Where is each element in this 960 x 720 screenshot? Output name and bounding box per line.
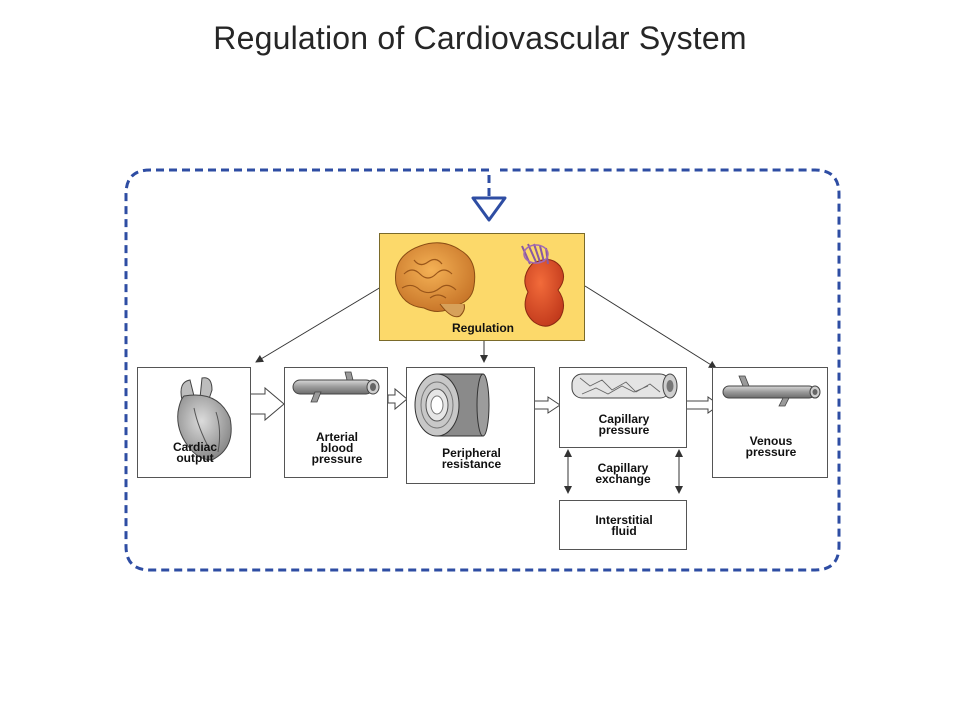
kidney-icon — [521, 243, 564, 327]
interstitial-fluid-label: Interstitial fluid — [595, 513, 653, 538]
vein-icon — [722, 375, 821, 407]
arterial-bp-label: Arterial blood pressure — [311, 430, 363, 466]
peripheral-resistance-box: Peripheral resistance — [406, 367, 535, 484]
brain-icon — [395, 242, 476, 318]
arrow-arterial-to-peripheral — [387, 387, 408, 411]
arrow-regulation-to-venous — [584, 285, 717, 369]
regulation-box: Regulation — [379, 233, 585, 341]
slide-title: Regulation of Cardiovascular System — [213, 20, 747, 56]
arrow-regulation-to-cardiac — [255, 286, 382, 363]
capillary-exchange-label: Capillary exchange — [595, 461, 651, 486]
arterial-bp-box: Arterial blood pressure — [284, 367, 388, 478]
capillary-icon — [571, 373, 678, 399]
feedback-arrowhead — [471, 196, 507, 222]
artery-icon — [292, 371, 380, 403]
cardiac-output-box: Cardiac output — [137, 367, 251, 478]
venous-pressure-label: Venous pressure — [745, 434, 797, 459]
cardiac-output-label: Cardiac output — [172, 440, 218, 465]
venous-pressure-box: Venous pressure — [712, 367, 828, 478]
feedback-loop — [124, 168, 841, 572]
arrow-cardiac-to-arterial — [249, 386, 285, 422]
peripheral-resistance-label: Peripheral resistance — [441, 446, 502, 471]
capillary-pressure-box: Capillary pressure — [559, 367, 687, 448]
capillary-pressure-label: Capillary pressure — [598, 412, 650, 437]
heart-icon — [177, 377, 232, 461]
interstitial-fluid-box: Interstitial fluid — [559, 500, 687, 550]
regulation-label: Regulation — [452, 321, 514, 335]
arteriole-cross-section-icon — [414, 373, 490, 437]
